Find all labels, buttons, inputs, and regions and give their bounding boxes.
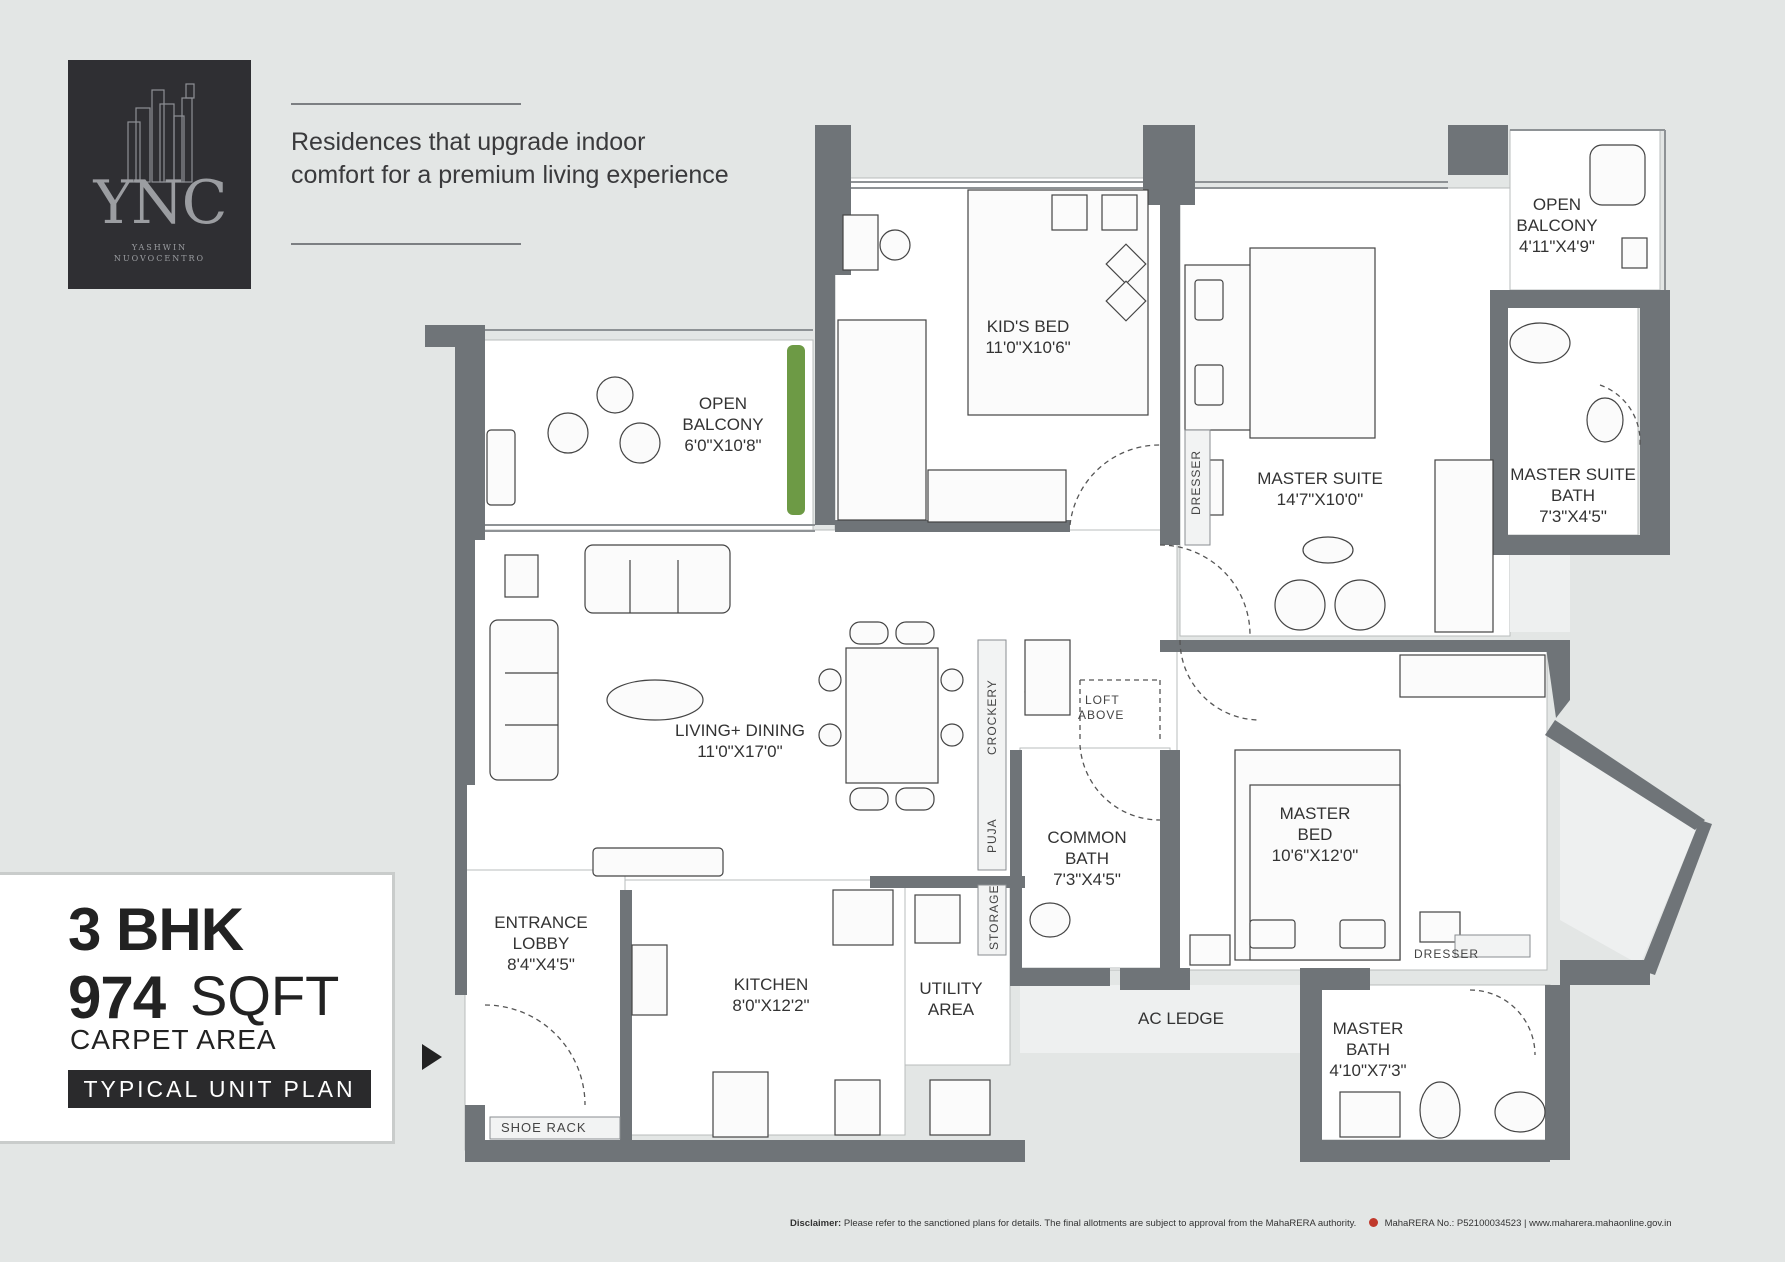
tagline: Residences that upgrade indoor comfort f… [291,128,729,189]
skyline-icon [127,83,195,183]
crockery-label: CROCKERY [985,679,999,755]
kitchen-label: KITCHEN 8'0"X12'2" [732,975,810,1015]
tagline-bottom-rule [291,243,521,245]
dresser-label-suite: DRESSER [1189,449,1203,515]
unit-type: 3 BHK [68,896,244,963]
balcony-right-label: OPEN BALCONY 4'11"X4'9" [1516,195,1598,256]
ac-ledge-label: AC LEDGE [1138,1009,1224,1028]
brand-line1: YASHWIN [131,243,188,252]
loft-label-2: ABOVE [1078,708,1125,722]
common-bath-label: COMMON BATH 7'3"X4'5" [1047,828,1127,889]
tagline-top-rule [291,103,521,105]
master-bath-label: MASTER BATH 4'10"X7'3" [1329,1019,1407,1080]
disclaimer-label: Disclaimer: [790,1218,842,1229]
disclaimer: Disclaimer: Please refer to the sanction… [790,1218,1672,1229]
unit-area-value: 974 [68,964,166,1031]
shoe-rack-label: SHOE RACK [501,1120,587,1135]
floor-ac-ledge [1020,985,1320,1053]
living-dining-label: LIVING+ DINING 11'0"X17'0" [675,721,805,761]
master-suite-bath-label: MASTER SUITE BATH 7'3"X4'5" [1510,465,1636,526]
floor-entrance [464,869,626,1151]
disclaimer-text: Please refer to the sanctioned plans for… [843,1218,1357,1229]
entrance-lobby-label: ENTRANCE LOBBY 8'4"X4'5" [494,913,588,974]
plan-badge: TYPICAL UNIT PLAN [68,1070,371,1108]
master-bed-label: MASTER BED 10'6"X12'0" [1271,804,1359,865]
balcony-left-label: OPEN BALCONY 6'0"X10'8" [682,394,764,455]
brand-logo: YNC YASHWIN NUOVOCENTRO [68,60,251,289]
rera-number: MahaRERA No.: P52100034523 | www.maharer… [1384,1218,1672,1229]
brand-line2: NUOVOCENTRO [113,254,206,263]
unit-area-unit: SQFT [190,964,340,1027]
pointer-arrow-icon [422,1044,442,1070]
dresser-label-bed: DRESSER [1414,947,1480,961]
master-suite-label: MASTER SUITE 14'7"X10'0" [1257,469,1383,509]
puja-label: PUJA [985,818,999,853]
brand-letters: YNC [93,168,227,238]
kids-bed-label: KID'S BED 11'0"X10'6" [985,317,1071,357]
unit-area-label: CARPET AREA [70,1024,277,1055]
storage-label: STORAGE [987,884,1001,950]
utility-area-label: UTILITY AREA [919,979,983,1019]
loft-label-1: LOFT [1085,693,1120,707]
maharera-icon [1368,1218,1378,1227]
